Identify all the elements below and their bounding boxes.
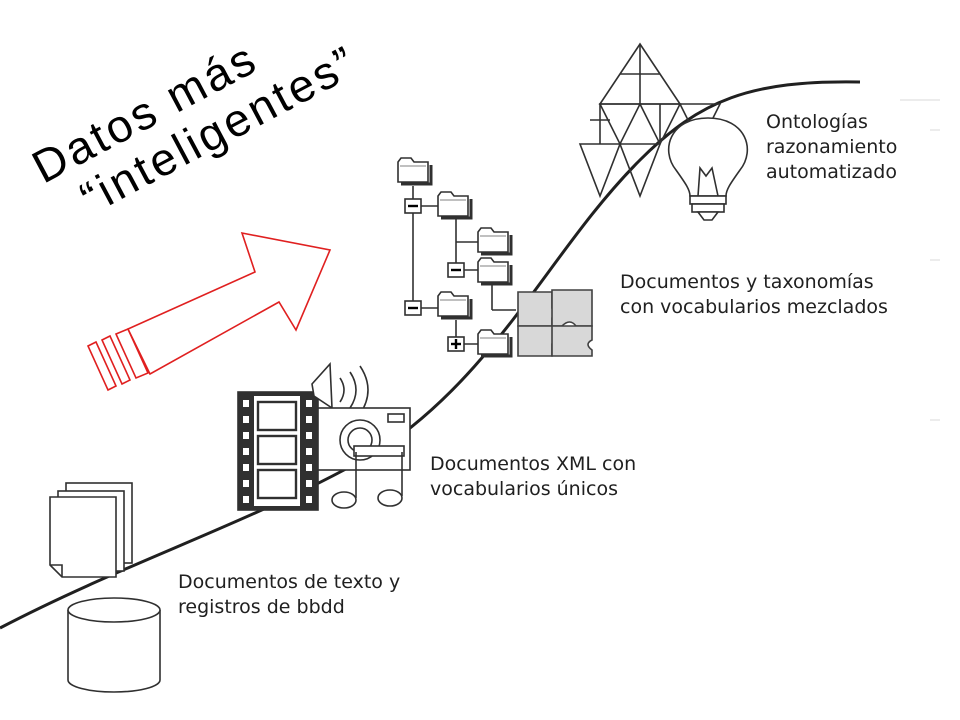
edge-artifacts: [900, 99, 940, 421]
documents-database-icon: [49, 482, 161, 693]
stage-label-text-documents: Documentos de texto y registros de bbdd: [178, 571, 401, 618]
stage-label-taxonomies: Documentos y taxonomías con vocabularios…: [620, 271, 888, 318]
lightbulb-icon: [578, 42, 749, 221]
multimedia-icon: [237, 362, 411, 511]
stage-label-ontologies: Ontologías razonamiento automatizado: [766, 111, 898, 183]
direction-arrow-icon: [86, 231, 332, 392]
folder-tree-puzzle-icon: [396, 156, 593, 358]
stage-label-xml-documents: Documentos XML con vocabularios únicos: [430, 453, 637, 500]
